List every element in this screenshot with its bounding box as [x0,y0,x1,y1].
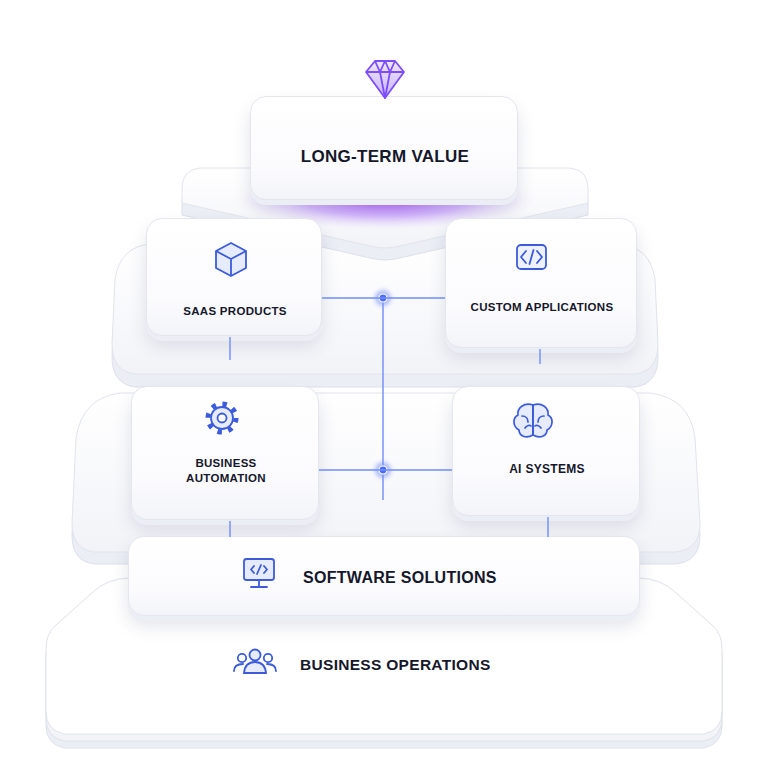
drop-wire [229,521,230,537]
node-label: LONG-TERM VALUE [251,147,519,167]
vertical-wire [382,298,383,470]
connector-glow [322,296,445,300]
dot-glow [375,290,391,306]
solutions-bar: SOFTWARE SOLUTIONS [128,536,640,616]
capability-tile: AI SYSTEMS [452,386,640,516]
node-label: AI SYSTEMS [453,461,641,477]
connector-line [319,470,452,471]
drop-wire [539,349,540,364]
value-box: LONG-TERM VALUE [250,96,518,200]
node-label: SOFTWARE SOLUTIONS [303,568,623,588]
dot-glow [375,462,391,478]
wire-glow [381,298,385,470]
node-label: SAAS PRODUCTS [147,303,323,319]
base-layer [46,578,722,734]
node-label: BUSINESS AUTOMATION [171,456,281,486]
connector-stroke [322,297,445,298]
product-tile: CUSTOM APPLICATIONS [445,218,637,348]
node-label: CUSTOM APPLICATIONS [446,299,638,315]
junction-dots [375,290,391,478]
drop-wire [229,337,230,360]
junction-dot [379,294,387,302]
junction-dot [379,466,387,474]
gem-facet [366,61,404,98]
vertical-wire [382,470,383,500]
diamond-icon [366,61,404,98]
capability-tile: BUSINESS AUTOMATION [131,386,319,520]
drop-wire [547,517,548,537]
connector-line [322,298,445,299]
connector-stroke [319,469,452,470]
node-label: BUSINESS OPERATIONS [300,655,700,675]
product-tile: SAAS PRODUCTS [146,218,322,336]
connector-glow [319,468,452,472]
gem-outline [366,61,404,98]
